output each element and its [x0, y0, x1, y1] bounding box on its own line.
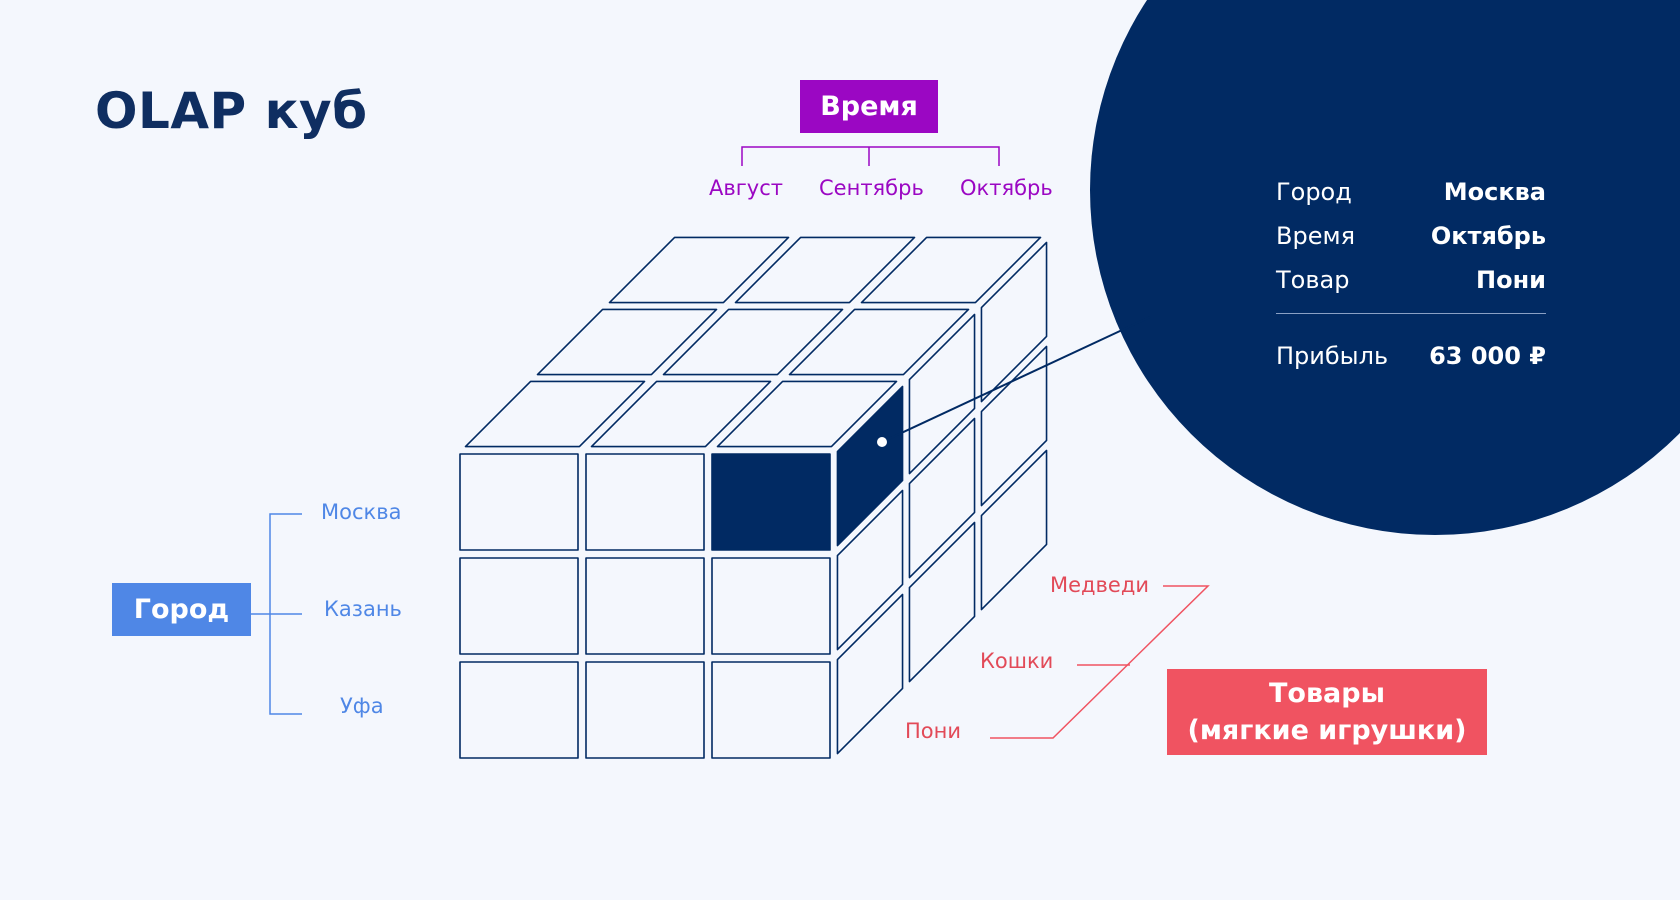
info-key: Прибыль [1276, 342, 1389, 370]
goods-label-line1: Товары [1268, 678, 1385, 709]
cube-cell-selected-front [711, 453, 831, 551]
cube-cell-selected-side [836, 385, 904, 547]
cube-cell-side [980, 345, 1048, 507]
cube-cell-side [836, 593, 904, 755]
info-key: Город [1276, 178, 1352, 206]
time-member-october: Октябрь [960, 176, 1053, 200]
cube-cell-side [908, 417, 976, 579]
cube-cell-top [608, 236, 790, 304]
olap-cube [459, 236, 1048, 759]
info-value: 63 000 ₽ [1429, 342, 1546, 370]
page-title: OLAP куб [95, 82, 368, 140]
info-key: Товар [1276, 266, 1350, 294]
cube-cell-front [711, 557, 831, 655]
goods-member-bears: Медведи [1050, 573, 1150, 597]
time-dimension-box: Время [800, 80, 938, 133]
info-key: Время [1276, 222, 1356, 250]
cube-cell-front [459, 453, 579, 551]
time-bracket [741, 146, 1000, 166]
info-row-product: Товар Пони [1276, 266, 1546, 294]
city-bracket [251, 513, 302, 715]
cube-cell-front [585, 453, 705, 551]
city-dimension-box: Город [112, 583, 251, 636]
goods-member-ponies: Пони [905, 719, 962, 743]
cube-cell-top [536, 308, 718, 376]
pointer-line [881, 316, 1151, 443]
info-value: Пони [1476, 266, 1546, 294]
cube-cell-side [980, 241, 1048, 403]
city-member-ufa: Уфа [340, 694, 384, 718]
cube-cell-top [734, 236, 916, 304]
cube-cell-top [590, 380, 772, 448]
info-circle [1090, 0, 1680, 535]
cube-cell-top [716, 380, 898, 448]
time-member-september: Сентябрь [819, 176, 924, 200]
cube-cell-front [585, 661, 705, 759]
cube-cell-side [836, 489, 904, 651]
cube-cell-front [459, 557, 579, 655]
cube-cell-side [908, 313, 976, 475]
goods-member-cats: Кошки [980, 649, 1054, 673]
info-row-time: Время Октябрь [1276, 222, 1546, 250]
cube-cell-side [980, 449, 1048, 611]
cube-cell-top [464, 380, 646, 448]
info-divider [1276, 313, 1546, 314]
cube-cell-front [585, 557, 705, 655]
goods-dimension-box: Товары (мягкие игрушки) [1167, 669, 1487, 755]
cube-cell-top [860, 236, 1042, 304]
info-row-city: Город Москва [1276, 178, 1546, 206]
goods-bracket [990, 585, 1210, 739]
time-member-august: Август [709, 176, 783, 200]
cube-cell-side [908, 521, 976, 683]
goods-label-line2: (мягкие игрушки) [1187, 715, 1467, 746]
cube-cell-top [662, 308, 844, 376]
info-row-profit: Прибыль 63 000 ₽ [1276, 342, 1546, 370]
pointer-dot [877, 437, 887, 447]
city-member-kazan: Казань [324, 597, 402, 621]
city-member-moscow: Москва [321, 500, 402, 524]
info-value: Октябрь [1430, 222, 1546, 250]
cube-cell-front [711, 661, 831, 759]
cube-cell-top [788, 308, 970, 376]
info-value: Москва [1443, 178, 1546, 206]
cube-cell-front [459, 661, 579, 759]
